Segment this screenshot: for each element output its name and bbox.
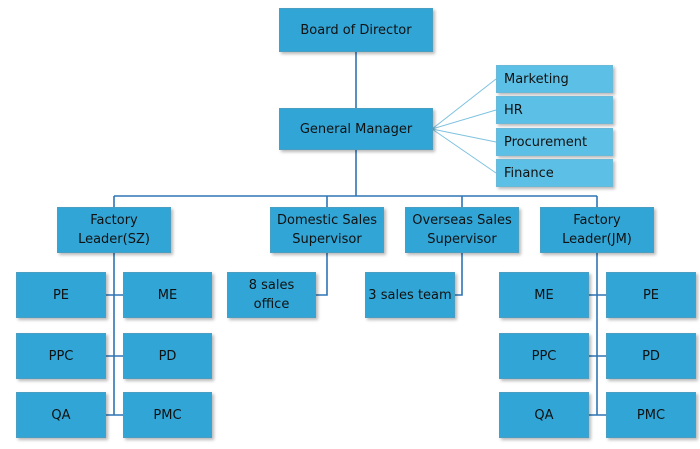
jm-pmc-box: PMC	[606, 392, 696, 438]
overseas-sales-supervisor-box: Overseas Sales Supervisor	[405, 207, 519, 253]
sz-me-box: ME	[123, 272, 212, 318]
factory-leader-jm-label: Factory Leader(JM)	[562, 213, 632, 247]
marketing-box: Marketing	[496, 65, 613, 93]
board-of-director-label: Board of Director	[300, 22, 412, 38]
board-of-director-box: Board of Director	[279, 8, 433, 52]
overseas-sales-supervisor-label: Overseas Sales Supervisor	[412, 213, 512, 247]
jm-pmc-label: PMC	[636, 407, 666, 423]
procurement-box: Procurement	[496, 128, 613, 156]
sz-pe-box: PE	[16, 272, 106, 318]
sales-office-box: 8 sales office	[227, 272, 316, 318]
jm-me-box: ME	[499, 272, 589, 318]
domestic-sales-supervisor-box: Domestic Sales Supervisor	[270, 207, 384, 253]
jm-pd-box: PD	[606, 333, 696, 379]
sz-qa-box: QA	[16, 392, 106, 438]
jm-qa-label: QA	[534, 407, 554, 423]
sz-pd-box: PD	[123, 333, 212, 379]
jm-ppc-label: PPC	[531, 348, 557, 364]
sales-office-label: 8 sales office	[248, 278, 295, 312]
hr-label: HR	[504, 102, 523, 118]
jm-ppc-box: PPC	[499, 333, 589, 379]
finance-label: Finance	[504, 165, 554, 181]
marketing-label: Marketing	[504, 71, 569, 87]
factory-leader-jm-box: Factory Leader(JM)	[540, 207, 654, 253]
factory-leader-sz-label: Factory Leader(SZ)	[78, 213, 150, 247]
domestic-sales-supervisor-label: Domestic Sales Supervisor	[277, 213, 377, 247]
jm-me-label: ME	[534, 287, 554, 303]
jm-pe-label: PE	[642, 287, 660, 303]
sz-pd-label: PD	[158, 348, 177, 364]
general-manager-label: General Manager	[299, 121, 413, 137]
jm-pd-label: PD	[642, 348, 660, 364]
sales-team-label: 3 sales team	[368, 287, 452, 303]
sz-pe-label: PE	[52, 287, 70, 303]
jm-pe-box: PE	[606, 272, 696, 318]
general-manager-box: General Manager	[279, 108, 433, 150]
sz-me-label: ME	[157, 287, 178, 303]
finance-box: Finance	[496, 159, 613, 187]
sales-team-box: 3 sales team	[365, 272, 455, 318]
sz-ppc-label: PPC	[48, 348, 74, 364]
procurement-label: Procurement	[504, 134, 588, 150]
sz-qa-label: QA	[51, 407, 71, 423]
sz-pmc-box: PMC	[123, 392, 212, 438]
sz-pmc-label: PMC	[153, 407, 182, 423]
jm-qa-box: QA	[499, 392, 589, 438]
factory-leader-sz-box: Factory Leader(SZ)	[57, 207, 171, 253]
hr-box: HR	[496, 96, 613, 124]
sz-ppc-box: PPC	[16, 333, 106, 379]
